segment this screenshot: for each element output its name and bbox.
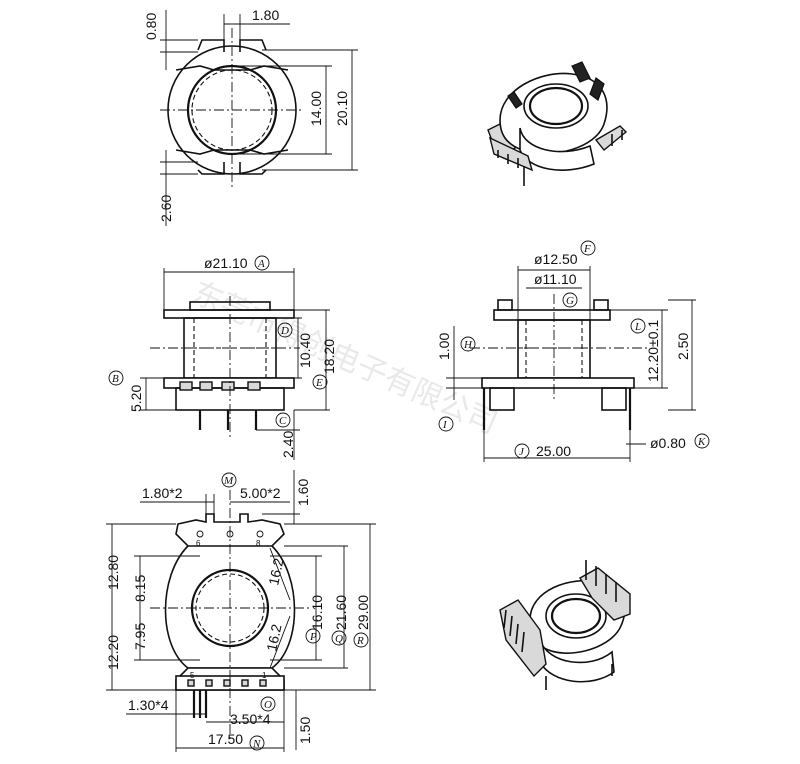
isometric-view-bottom: [499, 560, 631, 690]
label-b: B: [112, 373, 119, 385]
dim-front-pin-length: 2.40: [280, 431, 296, 458]
dim-bottom-total-width: 29.00: [355, 595, 371, 630]
dim-side-height: 12.20±0.1: [645, 320, 661, 382]
dim-front-base-height: 5.20: [128, 385, 144, 412]
dim-bottom-pin-pitch-top: 5.00*2: [240, 485, 281, 501]
dim-side-pin-span: 25.00: [536, 443, 571, 459]
dim-front-total-height: 18.20: [321, 339, 337, 374]
label-k: K: [697, 436, 706, 448]
label-a: A: [257, 258, 265, 270]
dim-front-winding-height: 10.40: [297, 333, 313, 368]
label-n: N: [252, 738, 261, 750]
dim-top-tab-height: 0.80: [143, 13, 159, 40]
dim-side-inner-dia: ø11.10: [534, 271, 577, 287]
dim-top-bottom-gap: 2.60: [158, 195, 174, 222]
label-o: O: [264, 699, 272, 711]
top-view: 0.80 1.80 14.00 20.10 2.60: [143, 7, 358, 226]
dim-side-outer-dia: ø12.50: [534, 251, 578, 267]
dim-bottom-pin-pitch-bottom: 3.50*4: [230, 711, 271, 727]
front-view: ø21.10 A 10.40 D 18.20 E 5.20 B 2.40 C: [108, 255, 337, 460]
pin-number-bottom-left: 5: [190, 671, 195, 680]
dim-bottom-upper-inner: 8.15: [132, 575, 148, 602]
dim-bottom-chord-lower: 16.2: [263, 622, 284, 652]
dim-side-step: 2.50: [675, 333, 691, 360]
label-c: C: [279, 415, 287, 427]
side-view: ø12.50 F ø11.10 G 1.00 H I 12.20±0.1 L 2…: [436, 240, 710, 462]
dim-bottom-mid-width: 21.60: [333, 595, 349, 630]
dim-bottom-slot-width: 1.80*2: [142, 485, 183, 501]
label-p: P: [309, 631, 317, 643]
pin-number-top-right: 8: [256, 539, 261, 548]
label-g: G: [566, 295, 574, 307]
dim-bottom-pin-width: 1.30*4: [128, 697, 169, 713]
label-d: D: [280, 325, 289, 337]
pin-number-bottom-right: 1: [262, 671, 267, 680]
pin-number-top-left: 6: [196, 539, 201, 548]
dim-side-flange-thk: 1.00: [436, 333, 452, 360]
dim-bottom-top-pin: 1.60: [295, 479, 311, 506]
label-e: E: [315, 377, 323, 389]
dim-bottom-inner-width: 16.10: [309, 595, 325, 630]
dim-bottom-lower-inner: 7.95: [132, 623, 148, 650]
dim-side-pin-dia: ø0.80: [650, 435, 686, 451]
dim-bottom-bottom-pin: 1.50: [297, 717, 313, 744]
dim-bottom-base-width: 17.50: [208, 731, 243, 747]
dim-top-slot-width: 1.80: [252, 7, 279, 23]
dim-bottom-lower-half: 12.20: [105, 635, 121, 670]
label-h: H: [463, 339, 473, 351]
label-j: J: [519, 446, 525, 458]
label-r: R: [356, 635, 364, 647]
dim-front-flange-dia: ø21.10: [204, 255, 248, 271]
label-f: F: [583, 243, 591, 255]
dim-top-inner-dia: 14.00: [308, 91, 324, 126]
dim-bottom-upper-half: 12.80: [105, 555, 121, 590]
label-m: M: [223, 475, 234, 487]
dim-bottom-chord-upper: 16.2: [265, 556, 286, 586]
watermark: 东莞市得创电子有限公司: [187, 275, 503, 441]
dim-top-outer-dia: 20.10: [334, 91, 350, 126]
bottom-view: 6 8 5 1 1.80*2 M 5.00*2 1.60: [105, 470, 376, 752]
isometric-view-top: [487, 61, 628, 186]
label-q: Q: [335, 633, 343, 645]
label-i: I: [442, 419, 448, 431]
label-l: L: [634, 321, 641, 333]
